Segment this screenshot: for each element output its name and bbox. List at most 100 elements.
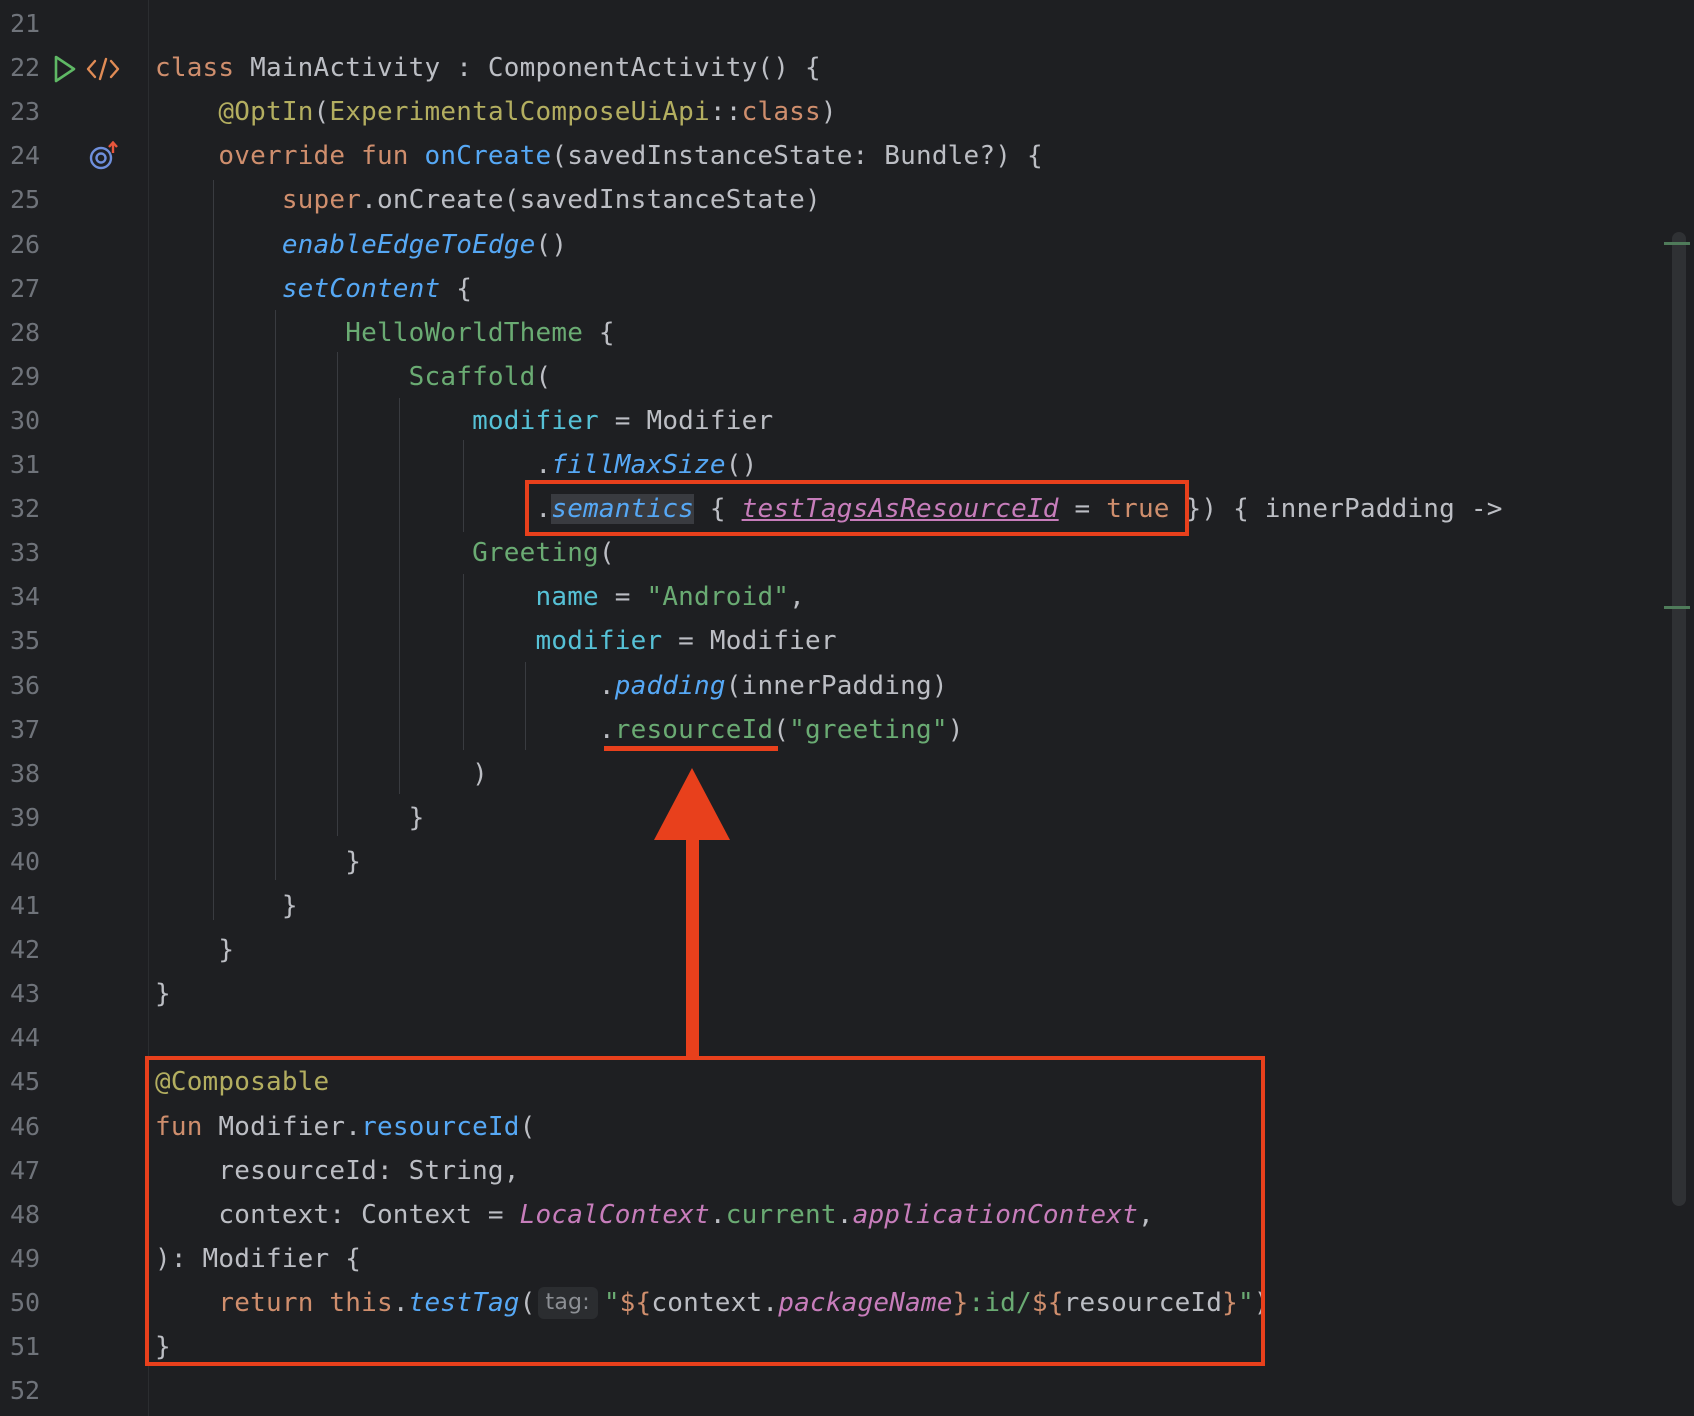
code-token: ): Modifier { [155, 1243, 362, 1274]
code-line[interactable]: 33 Greeting( [0, 531, 1640, 575]
code-text[interactable]: ) [155, 752, 488, 796]
code-token: :id/ [968, 1287, 1032, 1318]
code-line[interactable]: 37 .resourceId("greeting") [0, 708, 1640, 752]
code-token: } [155, 935, 235, 966]
code-line[interactable]: 21 [0, 2, 1640, 46]
code-token: semantics [551, 494, 695, 525]
line-number: 39 [10, 802, 41, 832]
indent-guide [463, 440, 464, 532]
code-line[interactable]: 43} [0, 972, 1640, 1016]
code-text[interactable]: fun Modifier.resourceId( [155, 1105, 536, 1149]
code-text[interactable]: } [155, 840, 361, 884]
code-token: class [155, 53, 251, 84]
code-line[interactable]: 23 @OptIn(ExperimentalComposeUiApi::clas… [0, 90, 1640, 134]
code-line[interactable]: 52 [0, 1369, 1640, 1413]
code-text[interactable]: .fillMaxSize() [155, 443, 757, 487]
code-token: = Modifier [598, 405, 774, 436]
code-line[interactable]: 27 setContent { [0, 267, 1640, 311]
indent-guide [525, 662, 526, 750]
code-line[interactable]: 25 super.onCreate(savedInstanceState) [0, 178, 1640, 222]
code-line[interactable]: 28 HelloWorldTheme { [0, 311, 1640, 355]
code-line[interactable]: 32 .semantics { testTagsAsResourceId = t… [0, 487, 1640, 531]
code-token [155, 318, 345, 348]
code-line[interactable]: 47 resourceId: String, [0, 1149, 1640, 1193]
compose-preview-icon[interactable] [84, 54, 122, 84]
line-number: 48 [10, 1199, 41, 1229]
line-number: 34 [10, 582, 41, 612]
code-line[interactable]: 24 override fun onCreate(savedInstanceSt… [0, 134, 1640, 178]
code-text[interactable]: .resourceId("greeting") [155, 708, 964, 752]
code-token: . [836, 1199, 853, 1230]
vertical-scrollbar[interactable] [1672, 232, 1686, 1206]
code-text[interactable]: Scaffold( [155, 355, 551, 399]
code-text[interactable]: class MainActivity : ComponentActivity()… [155, 46, 821, 90]
code-text[interactable]: name = "Android", [155, 575, 805, 619]
code-line[interactable]: 40 } [0, 840, 1640, 884]
code-text[interactable]: enableEdgeToEdge() [155, 223, 567, 267]
code-text[interactable]: modifier = Modifier [155, 619, 837, 663]
scrollbar-marker [1664, 242, 1690, 245]
code-text[interactable]: override fun onCreate(savedInstanceState… [155, 134, 1043, 178]
run-icon[interactable] [52, 54, 78, 84]
code-token: context: Context = [155, 1199, 520, 1230]
line-number: 36 [10, 670, 41, 700]
code-line[interactable]: 26 enableEdgeToEdge() [0, 223, 1640, 267]
code-text[interactable]: @OptIn(ExperimentalComposeUiApi::class) [155, 90, 837, 134]
line-number: 44 [10, 1023, 41, 1053]
code-text[interactable]: setContent { [155, 267, 472, 311]
code-text[interactable]: } [155, 1325, 171, 1369]
code-line[interactable]: 29 Scaffold( [0, 355, 1640, 399]
code-line[interactable]: 38 ) [0, 752, 1640, 796]
code-line[interactable]: 51} [0, 1325, 1640, 1369]
code-text[interactable]: @Composable [155, 1060, 329, 1104]
code-token: padding [614, 670, 726, 701]
code-line[interactable]: 50 return this.testTag(tag:"${context.pa… [0, 1281, 1640, 1325]
code-text[interactable]: Greeting( [155, 531, 615, 575]
code-token: { [694, 494, 742, 525]
line-number: 28 [10, 317, 41, 347]
line-number: 50 [10, 1287, 41, 1317]
code-line[interactable]: 44 [0, 1016, 1640, 1060]
code-token: ${ [1031, 1287, 1064, 1318]
code-text[interactable]: modifier = Modifier [155, 399, 773, 443]
code-line[interactable]: 49): Modifier { [0, 1237, 1640, 1281]
code-token: ( [519, 1287, 536, 1318]
line-number: 27 [10, 273, 41, 303]
code-line[interactable]: 36 .padding(innerPadding) [0, 664, 1640, 708]
code-line[interactable]: 42 } [0, 928, 1640, 972]
code-line[interactable]: 41 } [0, 884, 1640, 928]
code-token: () [725, 450, 758, 480]
code-text[interactable]: return this.testTag(tag:"${context.packa… [155, 1281, 1270, 1325]
code-text[interactable]: } [155, 928, 234, 972]
code-token: . [155, 494, 552, 525]
code-token: } [1222, 1287, 1239, 1318]
code-text[interactable]: super.onCreate(savedInstanceState) [155, 178, 821, 222]
code-text[interactable]: context: Context = LocalContext.current.… [155, 1193, 1154, 1237]
code-text[interactable]: HelloWorldTheme { [155, 311, 615, 355]
code-token: } [155, 846, 362, 877]
code-line[interactable]: 45@Composable [0, 1060, 1640, 1104]
code-text[interactable]: } [155, 884, 298, 928]
code-text[interactable]: .semantics { testTagsAsResourceId = true… [155, 487, 1503, 531]
code-line[interactable]: 34 name = "Android", [0, 575, 1640, 619]
code-line[interactable]: 35 modifier = Modifier [0, 619, 1640, 663]
code-line[interactable]: 30 modifier = Modifier [0, 399, 1640, 443]
code-token: . [709, 1199, 726, 1230]
code-line[interactable]: 31 .fillMaxSize() [0, 443, 1640, 487]
code-text[interactable]: .padding(innerPadding) [155, 664, 948, 708]
code-text[interactable]: resourceId: String, [155, 1149, 520, 1193]
code-line[interactable]: 48 context: Context = LocalContext.curre… [0, 1193, 1640, 1237]
code-token: ) [947, 714, 964, 745]
code-token: resourceId [1063, 1287, 1223, 1318]
code-token: MainActivity : ComponentActivity() { [250, 53, 821, 84]
code-text[interactable]: ): Modifier { [155, 1237, 361, 1281]
line-number: 26 [10, 229, 41, 259]
code-line[interactable]: 39 } [0, 796, 1640, 840]
code-text[interactable]: } [155, 972, 171, 1016]
code-text[interactable]: } [155, 796, 425, 840]
override-marker-icon[interactable] [88, 140, 122, 172]
code-token: enableEdgeToEdge [281, 229, 536, 260]
